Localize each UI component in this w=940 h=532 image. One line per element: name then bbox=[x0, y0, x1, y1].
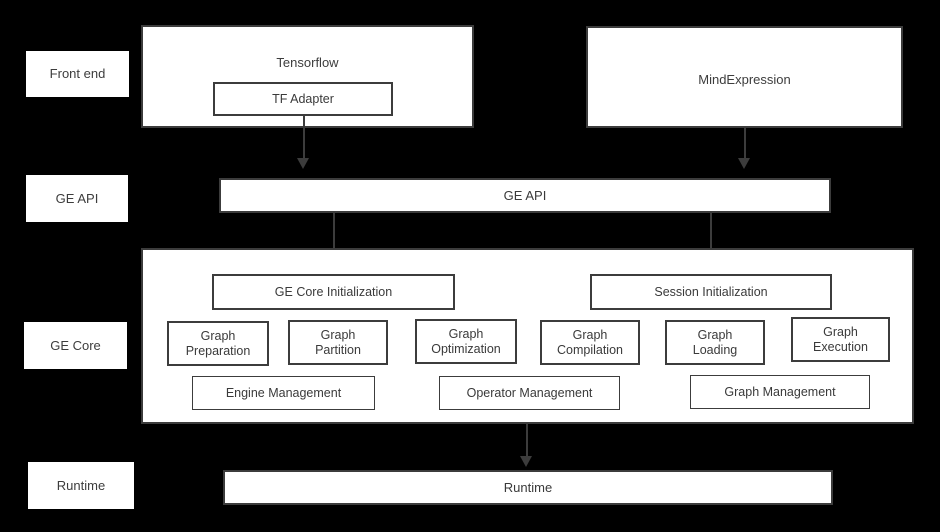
tensorflow-title: Tensorflow bbox=[276, 55, 339, 70]
ge-core-initialization-label: GE Core Initialization bbox=[274, 284, 393, 299]
module-graph-loading-label: Graph Loading bbox=[692, 327, 738, 357]
ge-api-bar[interactable]: GE API bbox=[219, 178, 831, 213]
module-graph-execution-label: Graph Execution bbox=[813, 324, 868, 354]
manager-engine-management[interactable]: Engine Management bbox=[192, 376, 375, 410]
module-graph-partition[interactable]: Graph Partition bbox=[288, 320, 388, 365]
module-graph-compilation-label: Graph Compilation bbox=[556, 327, 623, 357]
stage-label-runtime: Runtime bbox=[28, 462, 134, 509]
module-graph-compilation[interactable]: Graph Compilation bbox=[540, 320, 640, 365]
arrowhead-tf-adapter-to-ge-api bbox=[297, 158, 309, 169]
runtime-bar[interactable]: Runtime bbox=[223, 470, 833, 505]
stage-label-front-end: Front end bbox=[26, 51, 129, 97]
module-graph-preparation[interactable]: Graph Preparation bbox=[167, 321, 269, 366]
tf-adapter-box[interactable]: TF Adapter bbox=[213, 82, 393, 116]
manager-engine-management-label: Engine Management bbox=[225, 385, 342, 400]
connector-tf-adapter-to-ge-api bbox=[303, 116, 305, 160]
manager-graph-management[interactable]: Graph Management bbox=[690, 375, 870, 409]
stage-label-ge-api: GE API bbox=[26, 175, 128, 222]
module-graph-preparation-label: Graph Preparation bbox=[185, 328, 251, 358]
module-graph-loading[interactable]: Graph Loading bbox=[665, 320, 765, 365]
manager-operator-management-label: Operator Management bbox=[466, 385, 593, 400]
module-graph-partition-label: Graph Partition bbox=[315, 327, 361, 357]
tf-adapter-label: TF Adapter bbox=[272, 91, 334, 106]
connector-ge-api-to-ge-core-init bbox=[333, 213, 335, 261]
mindexpression-title: MindExpression bbox=[698, 72, 791, 87]
arrowhead-mindexpression-to-ge-api bbox=[738, 158, 750, 169]
connector-ge-api-to-session-init bbox=[710, 213, 712, 261]
connector-ge-core-to-runtime bbox=[526, 424, 528, 459]
arrowhead-ge-core-to-runtime bbox=[520, 456, 532, 467]
runtime-bar-label: Runtime bbox=[503, 479, 553, 495]
ge-core-initialization-box[interactable]: GE Core Initialization bbox=[212, 274, 455, 310]
stage-label-ge-api-text: GE API bbox=[55, 190, 99, 206]
session-initialization-label: Session Initialization bbox=[654, 284, 768, 299]
session-initialization-box[interactable]: Session Initialization bbox=[590, 274, 832, 310]
manager-operator-management[interactable]: Operator Management bbox=[439, 376, 620, 410]
module-graph-execution[interactable]: Graph Execution bbox=[791, 317, 890, 362]
stage-label-front-end-text: Front end bbox=[49, 66, 106, 82]
module-graph-optimization[interactable]: Graph Optimization bbox=[415, 319, 517, 364]
ge-api-bar-label: GE API bbox=[503, 187, 547, 203]
mindexpression-frame: MindExpression bbox=[586, 26, 903, 128]
connector-mindexpression-to-ge-api bbox=[744, 128, 746, 160]
module-graph-optimization-label: Graph Optimization bbox=[431, 326, 501, 356]
manager-graph-management-label: Graph Management bbox=[724, 384, 836, 399]
stage-label-ge-core-text: GE Core bbox=[50, 337, 101, 353]
stage-label-runtime-text: Runtime bbox=[56, 477, 106, 493]
stage-label-ge-core: GE Core bbox=[24, 322, 127, 369]
